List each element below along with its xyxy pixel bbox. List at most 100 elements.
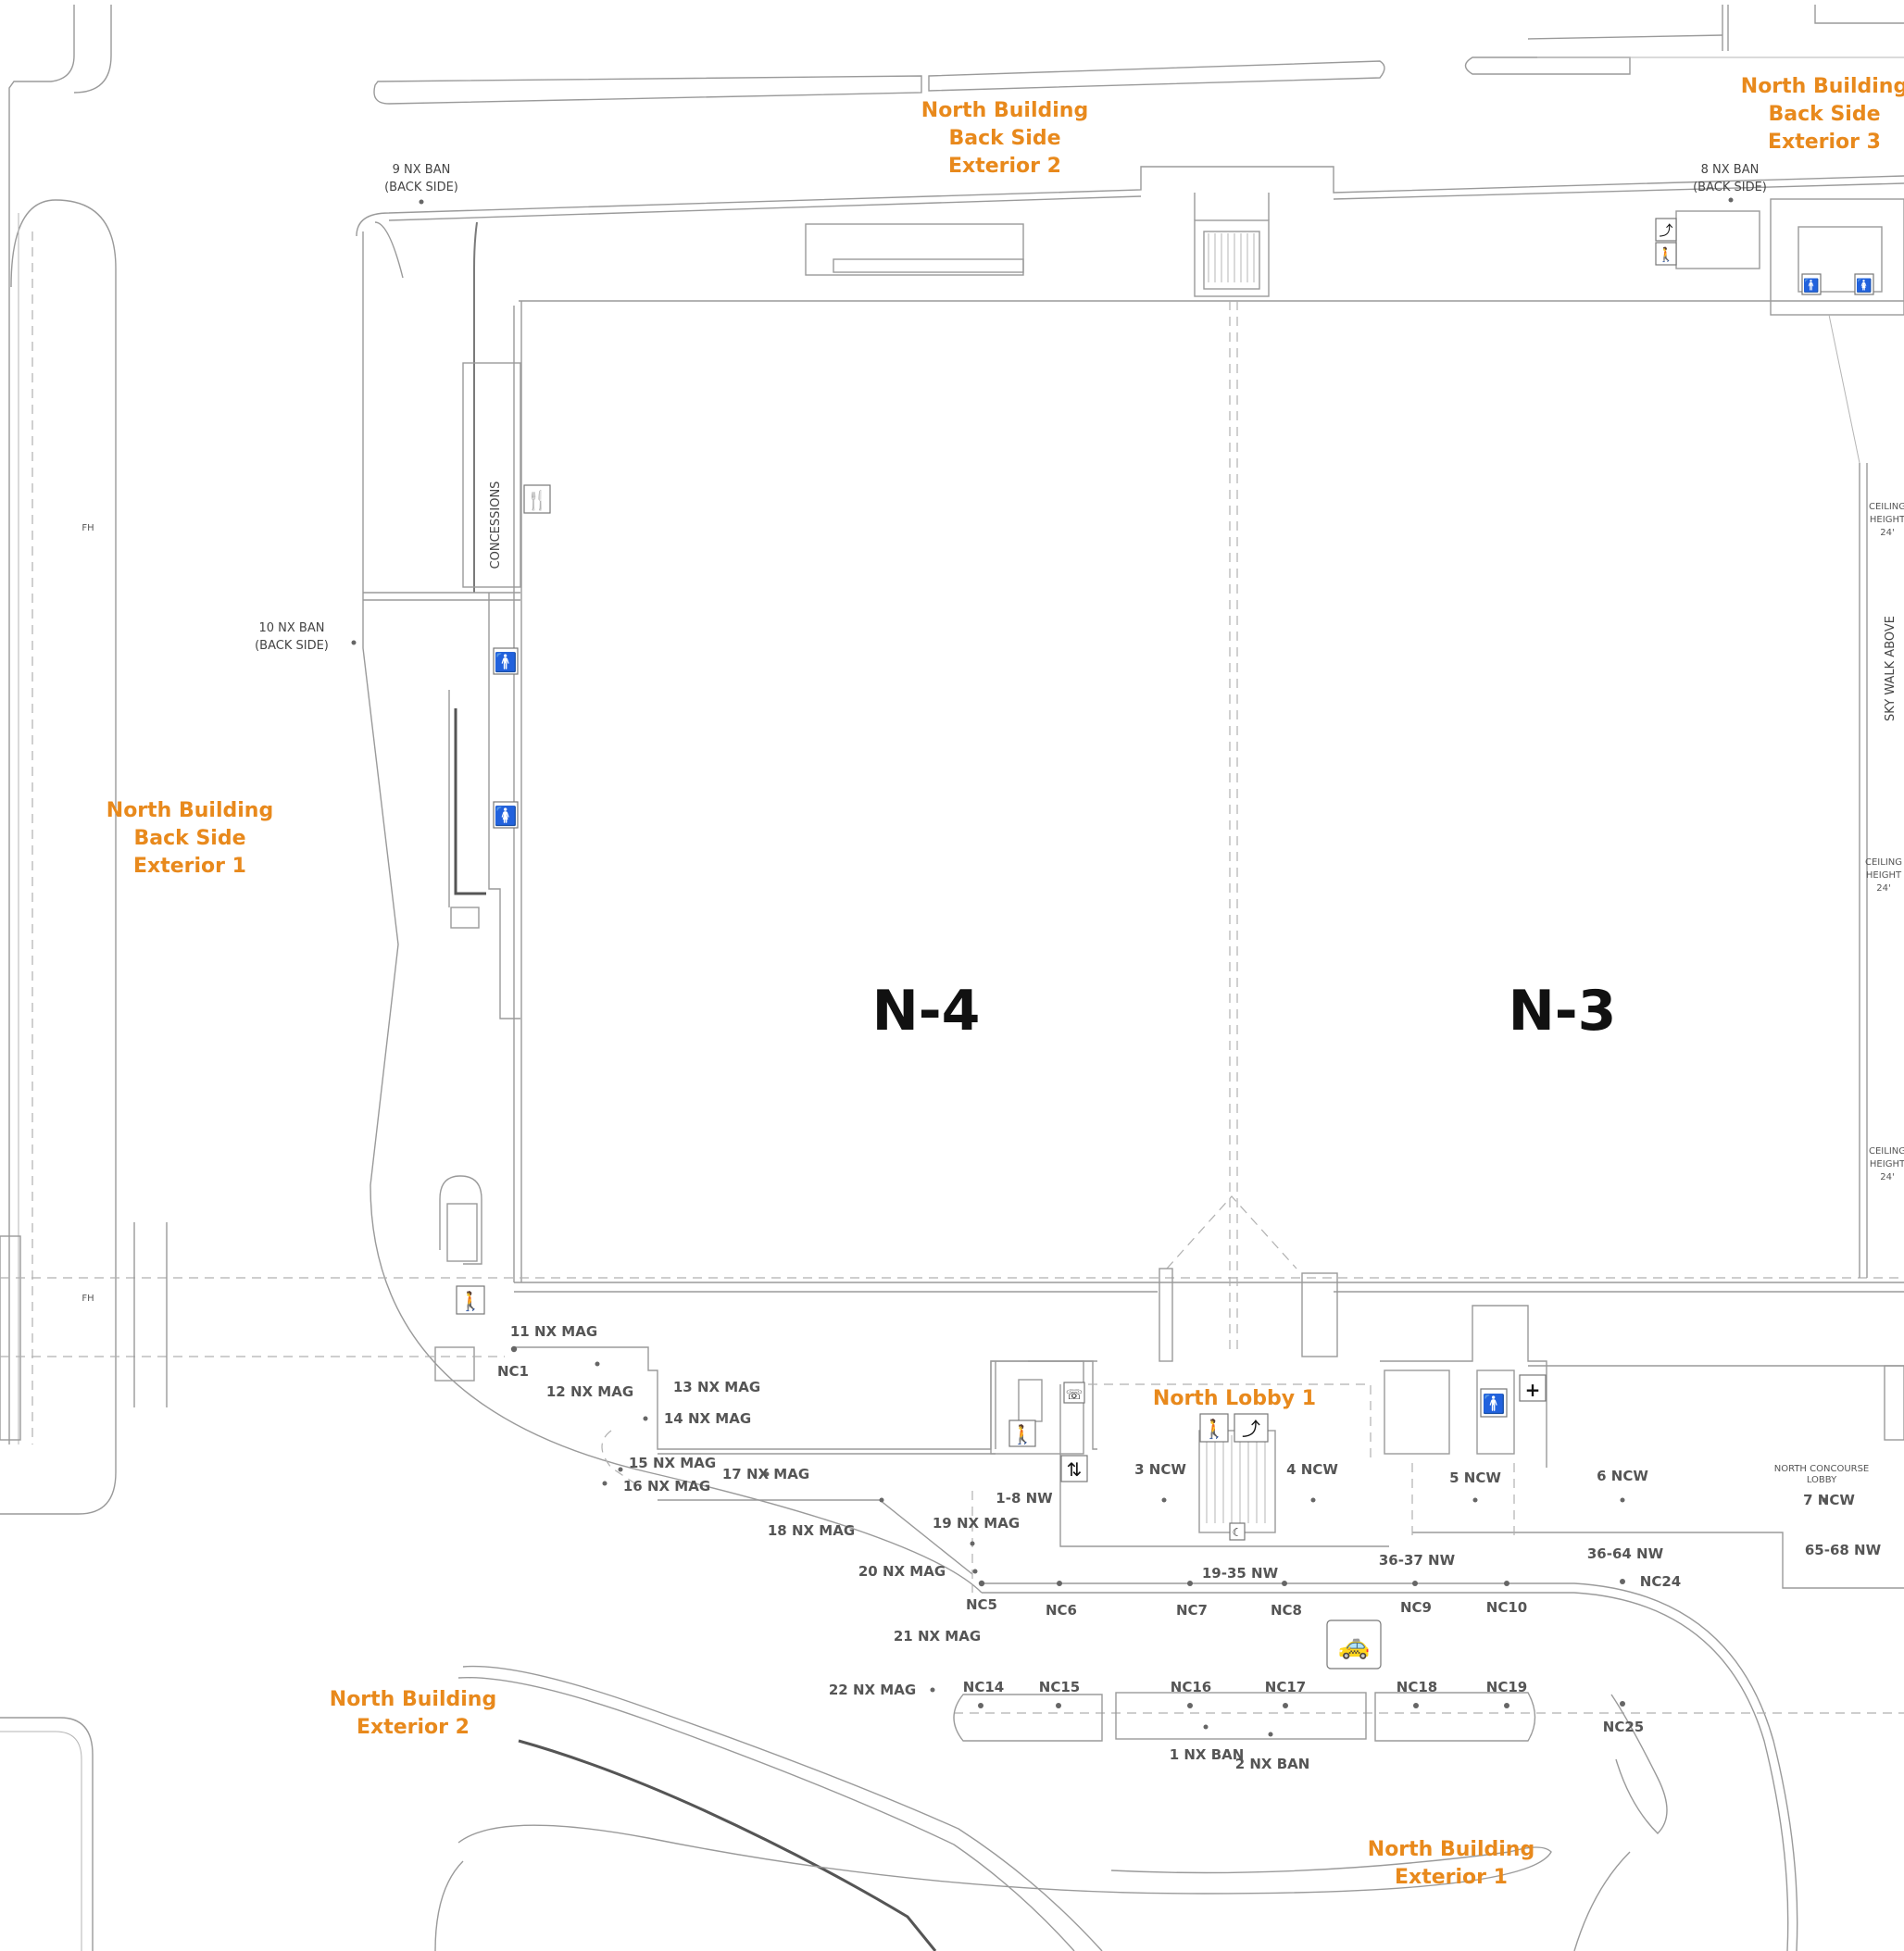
north-concourse-lobby-label: NORTH CONCOURSE LOBBY [1774, 1464, 1870, 1485]
zone-exterior-1: North Building Exterior 1 [1368, 1838, 1534, 1889]
location-label: 6 NCW [1597, 1468, 1648, 1484]
svg-text:🚶: 🚶 [1011, 1423, 1034, 1445]
location-label: NC25 [1603, 1719, 1644, 1735]
elevator-icon: ⇅ [1060, 1455, 1088, 1482]
label-8-nx-ban: 8 NX BAN (BACK SIDE) [1693, 163, 1767, 194]
phone-icon: ☏ [1063, 1382, 1085, 1404]
area-n4-label: N-4 [872, 979, 981, 1044]
location-label: 22 NX MAG [829, 1682, 916, 1698]
svg-text:24': 24' [1880, 528, 1894, 538]
location-label: 14 NX MAG [664, 1410, 751, 1427]
svg-text:🚶: 🚶 [1658, 246, 1675, 263]
first-aid-icon: + [1519, 1374, 1547, 1402]
svg-text:Exterior 1: Exterior 1 [1395, 1866, 1508, 1889]
food-icon: 🍴 [523, 484, 551, 514]
svg-text:Back Side: Back Side [949, 127, 1061, 150]
location-label: NC18 [1397, 1679, 1437, 1695]
restroom-icon: 🚹 [1480, 1388, 1508, 1418]
svg-text:🚕: 🚕 [1338, 1630, 1371, 1660]
ceiling-height-label-3: CEILING HEIGHT 24' [1869, 1146, 1904, 1182]
location-label: 15 NX MAG [629, 1455, 716, 1471]
location-label: NC9 [1400, 1599, 1432, 1616]
svg-text:NORTH CONCOURSE: NORTH CONCOURSE [1774, 1464, 1870, 1474]
svg-text:CEILING: CEILING [1865, 857, 1902, 868]
zone-back-exterior-2: North Building Back Side Exterior 2 [921, 99, 1088, 178]
restroom-icon: 🚹 [493, 647, 519, 675]
svg-text:+: + [1525, 1379, 1541, 1401]
svg-text:🚺: 🚺 [1856, 278, 1872, 294]
location-label: 17 NX MAG [722, 1466, 809, 1482]
svg-text:⤴: ⤴ [1659, 222, 1672, 239]
restroom-icon: 🚺 [1854, 273, 1874, 295]
location-label: 13 NX MAG [673, 1379, 760, 1395]
svg-text:🍴: 🍴 [526, 489, 549, 511]
svg-text:Exterior 2: Exterior 2 [948, 155, 1061, 178]
fh-label-1: FH [81, 523, 94, 533]
svg-text:🚶: 🚶 [1203, 1418, 1226, 1440]
svg-text:☏: ☏ [1066, 1386, 1084, 1403]
svg-text:HEIGHT: HEIGHT [1870, 515, 1904, 525]
stairs-icon: 🚶 [1008, 1419, 1036, 1447]
location-labels: 11 NX MAG NC1 12 NX MAG 13 NX MAG 14 NX … [497, 1323, 1882, 1772]
location-label: 21 NX MAG [894, 1628, 981, 1645]
label-9-nx-ban: 9 NX BAN (BACK SIDE) [384, 163, 458, 194]
location-label: NC24 [1640, 1573, 1681, 1590]
svg-text:North Building: North Building [330, 1688, 496, 1711]
location-label: 7 NCW [1803, 1492, 1855, 1508]
location-label: 20 NX MAG [858, 1563, 946, 1580]
concessions-label: CONCESSIONS [489, 481, 503, 569]
location-label: 1-8 NW [996, 1490, 1053, 1507]
svg-text:North Building: North Building [921, 99, 1088, 122]
location-label: NC17 [1265, 1679, 1306, 1695]
location-label: 36-37 NW [1379, 1552, 1456, 1569]
location-label: NC19 [1486, 1679, 1527, 1695]
svg-text:HEIGHT: HEIGHT [1866, 870, 1902, 881]
building-outlines [0, 5, 1904, 1951]
skywalk-label: SKY WALK ABOVE [1884, 616, 1898, 721]
svg-text:CEILING: CEILING [1869, 1146, 1904, 1157]
stairs-icon: 🚶 [456, 1285, 485, 1315]
svg-text:(BACK SIDE): (BACK SIDE) [255, 639, 329, 653]
svg-text:24': 24' [1876, 883, 1890, 894]
svg-text:8 NX BAN: 8 NX BAN [1701, 163, 1760, 177]
svg-text:Back Side: Back Side [1769, 103, 1881, 126]
location-label: 2 NX BAN [1235, 1756, 1310, 1772]
svg-text:CEILING: CEILING [1869, 502, 1904, 512]
location-label: 4 NCW [1286, 1461, 1338, 1478]
svg-text:HEIGHT: HEIGHT [1870, 1159, 1904, 1169]
location-label: 19 NX MAG [933, 1515, 1020, 1532]
label-10-nx-ban: 10 NX BAN (BACK SIDE) [255, 621, 329, 653]
location-label: NC10 [1486, 1599, 1527, 1616]
svg-text:24': 24' [1880, 1172, 1894, 1182]
svg-text:Back Side: Back Side [134, 827, 246, 850]
svg-text:North Building: North Building [106, 799, 273, 822]
ceiling-height-label-1: CEILING HEIGHT 24' [1869, 502, 1904, 538]
location-label: 12 NX MAG [546, 1383, 633, 1400]
svg-text:LOBBY: LOBBY [1807, 1475, 1837, 1485]
svg-text:⇅: ⇅ [1067, 1458, 1083, 1481]
location-label: 36-64 NW [1587, 1545, 1664, 1562]
escalator-icon: ⤴ [1655, 218, 1677, 242]
location-label: NC7 [1176, 1602, 1208, 1619]
restroom-icon: 🚹 [1801, 273, 1822, 295]
location-label: 3 NCW [1134, 1461, 1186, 1478]
location-label: NC15 [1039, 1679, 1080, 1695]
svg-text:North Building: North Building [1368, 1838, 1534, 1861]
svg-text:☾: ☾ [1233, 1526, 1243, 1539]
location-label: NC14 [963, 1679, 1004, 1695]
zone-exterior-2: North Building Exterior 2 [330, 1688, 496, 1739]
svg-text:Exterior 3: Exterior 3 [1768, 131, 1881, 154]
location-label: NC5 [966, 1596, 997, 1613]
ceiling-height-label-2: CEILING HEIGHT 24' [1865, 857, 1902, 894]
svg-text:🚹: 🚹 [495, 651, 518, 673]
stairs-icon: 🚶 [1655, 242, 1677, 266]
location-label: 18 NX MAG [768, 1522, 855, 1539]
location-label: NC8 [1271, 1602, 1302, 1619]
location-label: NC6 [1046, 1602, 1077, 1619]
restroom-icon: 🚺 [493, 801, 519, 829]
location-label: 11 NX MAG [510, 1323, 597, 1340]
info-icon: ☾ [1229, 1522, 1246, 1541]
location-label: 19-35 NW [1202, 1565, 1279, 1582]
fh-label-2: FH [81, 1294, 94, 1304]
